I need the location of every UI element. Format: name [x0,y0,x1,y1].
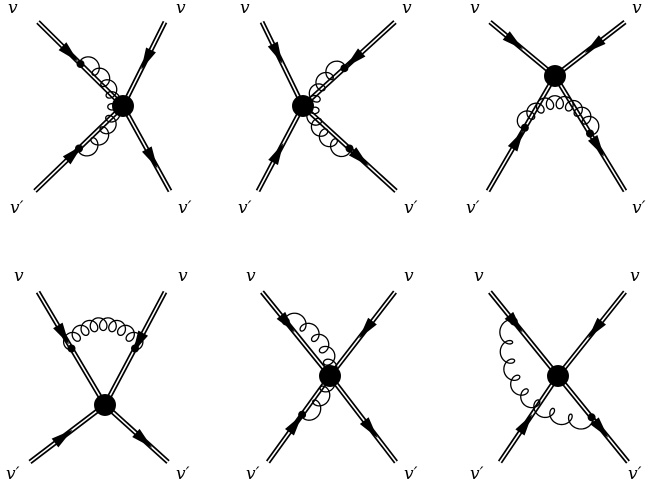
d2-label-bottom-right: v′ [404,198,418,218]
arrow-bottom-left [285,414,303,436]
arrow-bottom-right [348,147,369,167]
arrow-bottom-right [590,417,609,438]
d3-label-bottom-left: v′ [466,198,480,218]
gluon-line [516,95,600,136]
incoming-v-line-left [488,290,560,378]
d3-label-top-left: v [470,0,480,18]
d5-label-bottom-left: v′ [246,464,260,484]
d4-label-bottom-left: v′ [6,464,20,484]
arrow-top-right [359,317,377,339]
gluon-vertex-dot [298,410,307,419]
d1-label-bottom-right: v′ [178,198,192,218]
operator-vertex-blob [112,95,134,117]
diagram-1 [33,20,173,193]
arrow-bottom-right [359,417,378,439]
d4-label-top-left: v [14,266,24,286]
arrow-top-right [345,48,366,68]
d5-label-top-right: v [404,266,414,286]
arrow-bottom-left [507,129,524,152]
gluon-vertex-dot [587,413,596,422]
arrow-bottom-right [587,135,605,157]
outgoing-v-prime-line-right [328,374,398,464]
operator-vertex-blob [94,394,116,416]
d2-label-top-left: v [240,0,250,18]
gluon-vertex-dot [340,64,349,73]
gluon-line [77,56,122,157]
d6-label-top-right: v [630,266,640,286]
d5-label-bottom-right: v′ [404,464,418,484]
diagram-5 [260,290,398,464]
arrow-top-right [141,47,156,70]
arrow-bottom-left [515,414,533,436]
operator-vertex-blob [544,65,566,87]
d1-label-bottom-left: v′ [10,198,24,218]
incoming-v-line-left [260,290,332,378]
gluon-line [62,317,144,350]
operator-vertex-blob [547,365,569,387]
d3-label-bottom-right: v′ [632,198,646,218]
d4-label-bottom-right: v′ [176,464,190,484]
d5-label-top-left: v [246,266,256,286]
d2-label-bottom-left: v′ [238,198,252,218]
gluon-line [499,319,594,430]
gluon-vertex-dot [67,344,76,353]
incoming-v-line-left [259,20,306,108]
gluon-line [305,60,351,158]
d6-label-top-left: v [474,266,484,286]
arrow-top-right [584,35,606,54]
gluon-vertex-dot [131,344,139,353]
gluon-vertex-dot [75,144,83,153]
gluon-vertex-dot [509,317,518,326]
diagram-3 [485,20,628,193]
d4-label-top-right: v [178,266,188,286]
d2-label-top-right: v [402,0,412,18]
arrow-bottom-left [51,429,73,448]
arrow-top-left [58,42,79,62]
arrow-bottom-right [132,428,153,448]
arrow-top-right [587,317,607,339]
d1-label-top-left: v [8,0,18,18]
operator-vertex-blob [319,365,341,387]
d3-label-top-right: v [632,0,642,18]
gluon-vertex-dot [520,123,529,132]
arrow-top-left [267,41,283,64]
diagram-4 [28,290,170,464]
gluon-vertex-dot [281,317,290,326]
outgoing-v-prime-line-right [120,104,173,193]
operator-vertex-blob [292,95,314,117]
gluon-vertex-dot [76,60,85,68]
arrow-bottom-right [142,146,158,169]
d6-label-bottom-right: v′ [628,464,642,484]
diagram-6 [488,290,630,464]
arrow-top-left [502,31,524,50]
d1-label-top-right: v [176,0,186,18]
gluon-vertex-dot [345,144,354,153]
arrow-bottom-left [268,143,284,166]
gluon-vertex-dot [586,129,594,138]
arrow-top-left [53,322,70,345]
gluon-line [284,312,338,421]
d6-label-bottom-left: v′ [470,464,484,484]
diagram-2 [255,20,398,193]
